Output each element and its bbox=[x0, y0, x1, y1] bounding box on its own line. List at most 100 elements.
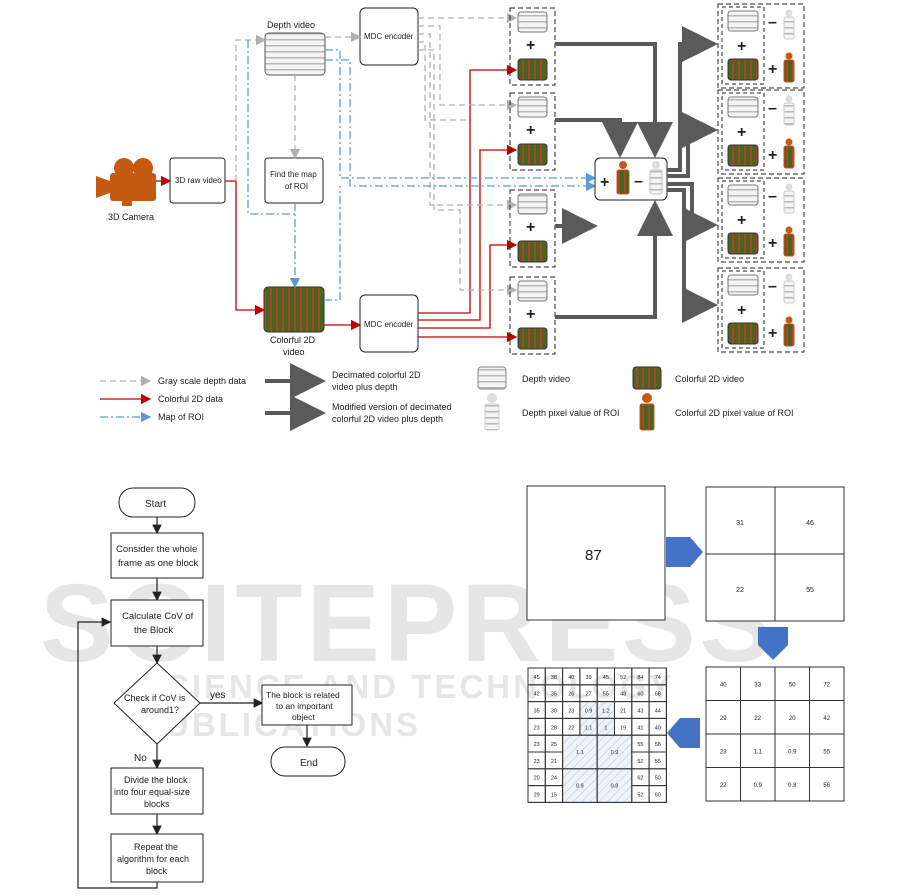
grid8-merged-value: 0.9 bbox=[576, 784, 584, 790]
plus-icon: + bbox=[737, 302, 746, 319]
grid8-cell-value: 48 bbox=[620, 692, 626, 698]
grid8-cell-value: 22 bbox=[568, 725, 574, 731]
grid8-cell-value: 60 bbox=[637, 692, 643, 698]
grid4-cell-value: 22 bbox=[720, 783, 727, 789]
grid8-cell-value: 29 bbox=[534, 793, 540, 799]
depth-thumb bbox=[517, 96, 548, 118]
legend-decimated-line1: Decimated colorful 2D bbox=[332, 370, 421, 380]
minus-icon: – bbox=[768, 100, 777, 117]
grid4-cell-value: 72 bbox=[823, 682, 830, 688]
step2-box bbox=[110, 599, 204, 647]
colorful-person-icon bbox=[783, 59, 795, 83]
combiner-minus-icon: – bbox=[634, 173, 643, 190]
colorful-thumb bbox=[727, 232, 759, 255]
step4-line1: Repeat the bbox=[134, 842, 178, 852]
grid8-cell-value: 58 bbox=[655, 742, 661, 748]
decimated-group: + bbox=[509, 92, 556, 171]
grid8-cell-value: 1.2 bbox=[602, 709, 610, 715]
depth-flow-lines bbox=[235, 12, 518, 296]
yes-label: yes bbox=[210, 690, 226, 701]
grid8-cell-value: 55 bbox=[637, 742, 643, 748]
decimated-group-frame bbox=[509, 189, 556, 268]
grid4-cell-value: 56 bbox=[823, 783, 830, 789]
legend-modified-line2: colorful 2D video plus depth bbox=[332, 414, 443, 424]
decimated-group: + bbox=[509, 276, 556, 355]
legend-gray-depth: Gray scale depth data bbox=[158, 376, 246, 386]
depth-thumb bbox=[727, 184, 759, 206]
legend-colorful-pixel: Colorful 2D pixel value of ROI bbox=[675, 408, 794, 418]
colorful-thumb bbox=[727, 322, 759, 345]
modified-group-frame bbox=[717, 89, 805, 175]
depth-thumb bbox=[517, 193, 548, 215]
quad-cell-value: 22 bbox=[736, 587, 744, 594]
quad-cell-value: 55 bbox=[806, 587, 814, 594]
modified-group-frame bbox=[717, 3, 805, 89]
decimated-arrows bbox=[555, 42, 673, 319]
depth-person-icon bbox=[783, 280, 795, 304]
grid8-cell-value: 40 bbox=[568, 675, 574, 681]
grid8-cell-value: 25 bbox=[551, 742, 557, 748]
legend-colorful-person-icon bbox=[639, 393, 655, 431]
depth-person-icon bbox=[783, 102, 795, 126]
grid4-cell-value: 0.9 bbox=[754, 783, 763, 789]
roi-flow-lines bbox=[247, 40, 597, 301]
modified-group: +–+ bbox=[717, 177, 805, 263]
legend-depth-video-swatch bbox=[477, 366, 507, 390]
legend-colorful-data: Colorful 2D data bbox=[158, 394, 223, 404]
legend-depth-person-icon bbox=[484, 393, 500, 431]
grid8-cell-value: 24 bbox=[551, 776, 557, 782]
grid4-cell-value: 33 bbox=[754, 682, 761, 688]
grid8-cell-value: 45 bbox=[603, 675, 609, 681]
step1-line1: Consider the whole bbox=[116, 544, 197, 555]
grid8-cell-value: 62 bbox=[637, 776, 643, 782]
step4-line3: block bbox=[146, 866, 168, 876]
combiner-plus-icon: + bbox=[600, 174, 609, 191]
modified-group: +–+ bbox=[717, 89, 805, 175]
grid8-cell-value: 15 bbox=[551, 793, 557, 799]
step3-box bbox=[110, 767, 204, 815]
depth-thumb bbox=[517, 11, 548, 33]
whole-frame-block bbox=[526, 485, 666, 621]
whole-frame-value: 87 bbox=[585, 547, 602, 564]
legend-depth-pixel: Depth pixel value of ROI bbox=[522, 408, 620, 418]
grid4-cell-value: 29 bbox=[720, 716, 727, 722]
roi-map-label-line1: Find the map bbox=[270, 170, 317, 179]
grid8-cell-value: 1 bbox=[604, 725, 607, 731]
grid8-cell-value: 44 bbox=[655, 709, 661, 715]
grid8-cell-value: 43 bbox=[637, 709, 643, 715]
plus-icon: + bbox=[737, 212, 746, 229]
grid8-merged-value: 0.9 bbox=[611, 750, 619, 756]
plus-icon: + bbox=[737, 38, 746, 55]
legend-colorful-video-swatch bbox=[632, 366, 662, 390]
depth-person-head bbox=[785, 9, 793, 17]
grid8-cell-value: 38 bbox=[551, 675, 557, 681]
grid8-cell-value: 28 bbox=[551, 725, 557, 731]
combiner-depth-person-icon bbox=[649, 161, 663, 195]
grid8-cell-value: 23 bbox=[534, 725, 540, 731]
plus-icon: + bbox=[526, 306, 535, 323]
quad-cell-value: 46 bbox=[806, 520, 814, 527]
grid8-cell-value: 27 bbox=[585, 692, 591, 698]
grid8-merged-value: 1.1 bbox=[576, 750, 584, 756]
colorful-thumb bbox=[727, 58, 759, 81]
grid8-cell-value: 26 bbox=[568, 692, 574, 698]
grid8-cell-value: 68 bbox=[655, 692, 661, 698]
grid8-cell-value: 21 bbox=[551, 759, 557, 765]
plus-icon: + bbox=[737, 124, 746, 141]
grid4-cell-value: 0.8 bbox=[788, 783, 797, 789]
grid4-cell-value: 22 bbox=[754, 716, 761, 722]
grid8-cell-value: 20 bbox=[534, 776, 540, 782]
grid4-cell bbox=[809, 767, 845, 802]
colorful-thumb bbox=[517, 240, 548, 263]
minus-icon: – bbox=[768, 278, 777, 295]
grid8-cell-value: 23 bbox=[534, 759, 540, 765]
depth-video-frame bbox=[264, 32, 326, 76]
step3-line2: into four equal-size bbox=[114, 787, 190, 797]
flowchart bbox=[77, 517, 312, 889]
step2-line1: Calculate CoV of bbox=[122, 611, 194, 622]
important-object-box bbox=[261, 684, 353, 726]
legend-depth-video: Depth video bbox=[522, 374, 570, 384]
quad-cell-value: 31 bbox=[736, 520, 744, 527]
start-label: Start bbox=[145, 499, 166, 510]
